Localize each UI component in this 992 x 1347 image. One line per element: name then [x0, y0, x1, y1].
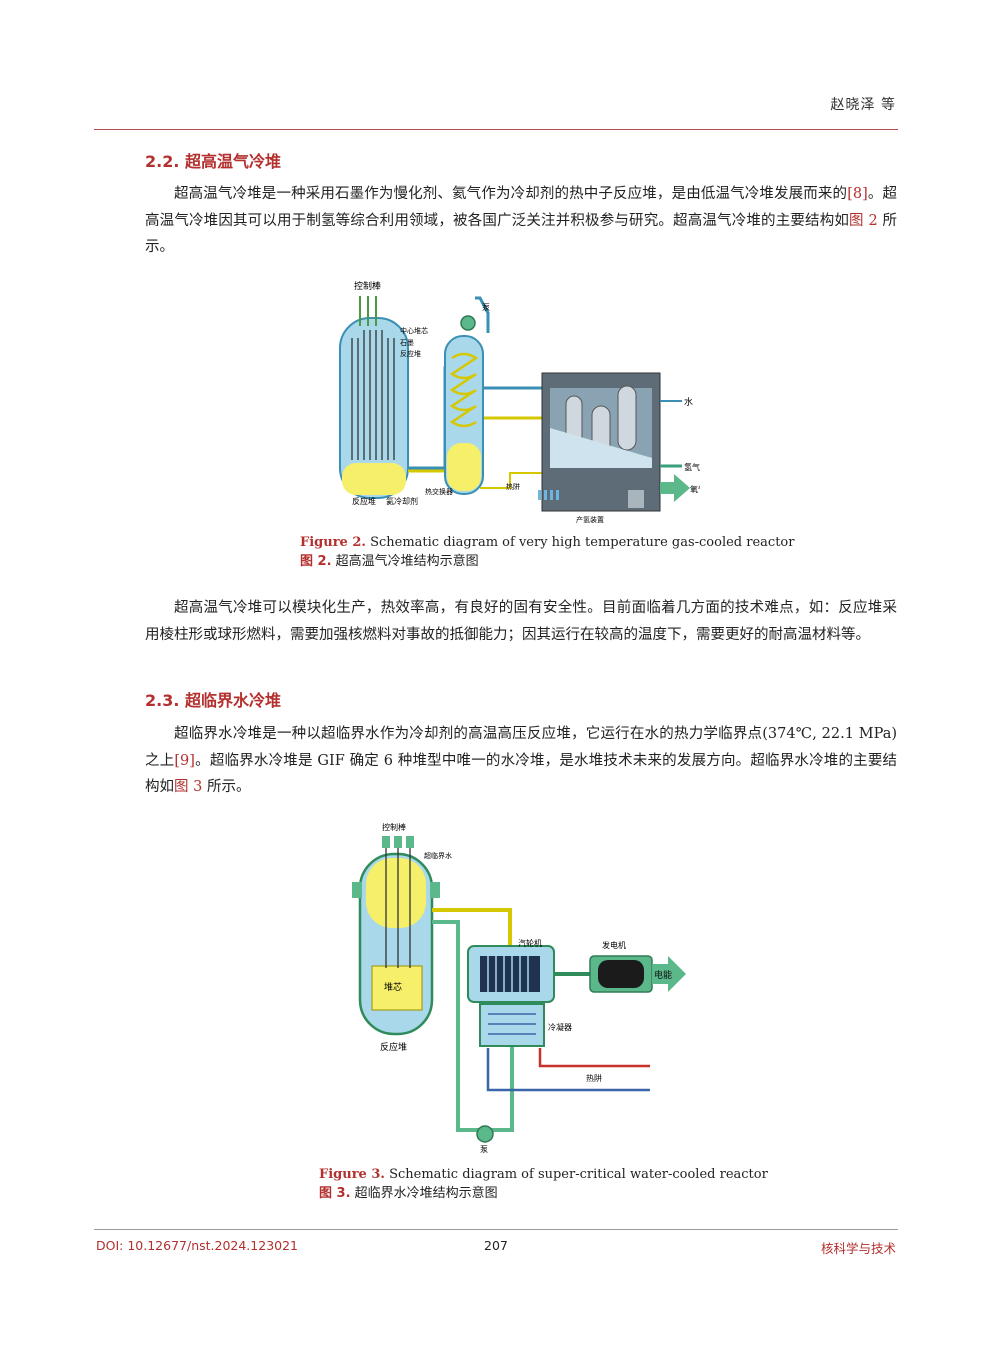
paragraph-2-2-2: 超高温气冷堆可以模块化生产，热效率高，有良好的固有安全性。目前面临着几方面的技术… — [145, 600, 897, 643]
fuel-rods — [351, 330, 395, 460]
plant-windows — [538, 490, 559, 500]
figure-2-caption: Figure 2. Schematic diagram of very high… — [300, 535, 795, 569]
footer-journal: 核科学与技术 — [820, 1241, 896, 1256]
citation-link[interactable]: [8] — [847, 186, 868, 202]
label-electricity: 电能 — [654, 969, 672, 981]
label-heat-sink: 热阱 — [506, 482, 520, 491]
control-rod-drives — [359, 296, 377, 326]
footer-doi[interactable]: DOI: 10.12677/nst.2024.123021 — [96, 1238, 299, 1253]
heat-sink-hot-line — [538, 1048, 650, 1068]
control-rod-drives — [382, 836, 414, 848]
section-title-2-3: 2.3. 超临界水冷堆 — [145, 691, 281, 710]
label-generator: 发电机 — [602, 940, 626, 950]
label-graphite: 石墨 — [400, 339, 414, 347]
condenser — [479, 1003, 545, 1047]
plant-door — [628, 490, 644, 508]
label-control-rods: 控制棒 — [354, 280, 381, 292]
label-hydrogen: 氢气 — [684, 462, 700, 472]
label-water: 水 — [684, 396, 693, 408]
pipe-hot — [408, 366, 450, 470]
electricity-arrow — [652, 956, 686, 992]
running-head: 赵晓泽 等 — [830, 97, 896, 113]
label-core: 堆芯 — [384, 981, 402, 993]
citation-link[interactable]: [9] — [174, 752, 195, 769]
label-heat-exchanger: 热交换器 — [425, 487, 453, 496]
header-rule — [94, 129, 898, 130]
control-rods — [385, 838, 411, 968]
reactor-bottom-fill — [342, 463, 406, 495]
label-pump: 泵 — [482, 303, 490, 312]
vessel-flange-right — [430, 882, 440, 898]
turbine-blades — [480, 956, 540, 992]
pump-icon — [476, 1125, 494, 1143]
label-control-rods: 控制棒 — [382, 822, 406, 832]
label-scw: 超临界水 — [424, 851, 452, 860]
heat-exchanger-bottom — [447, 443, 481, 491]
outlet-pipe — [432, 908, 512, 946]
pipe-return — [480, 472, 544, 489]
label-heat-sink: 热阱 — [586, 1073, 602, 1083]
pump-icon — [460, 315, 476, 331]
label-condenser: 冷凝器 — [548, 1022, 572, 1032]
heat-sink-cold-line — [486, 1048, 650, 1092]
reactor-upper-fill — [366, 858, 426, 928]
plant-floor — [550, 428, 652, 468]
heat-exchanger-coil — [449, 352, 479, 428]
pipe-pump — [475, 296, 490, 333]
vessel-flange-left — [352, 882, 362, 898]
figure-link[interactable]: 图 2 — [849, 212, 878, 229]
label-turbine: 汽轮机 — [518, 938, 542, 948]
section-title-2-2: 2.2. 超高温气冷堆 — [145, 152, 281, 171]
label-coolant: 氦冷却剂 — [386, 496, 418, 506]
figure-3-diagram: 控制棒 超临界水 堆芯 反应堆 汽轮机 发电机 电能 冷凝器 热阱 泵 — [352, 822, 686, 1154]
label-reactor: 反应堆 — [380, 1041, 407, 1053]
paragraph-2-3-1: 超临界水冷堆是一种以超临界水作为冷却剂的高温高压反应堆，它运行在水的热力学临界点… — [145, 726, 898, 795]
label-oxygen: 氧气 — [690, 484, 700, 494]
turbine-blade-lines — [487, 956, 529, 992]
label-reflector: 反应堆 — [400, 349, 421, 358]
label-graphite-core: 中心堆芯 — [400, 326, 428, 335]
generator-core — [598, 960, 644, 988]
reactor-core — [371, 965, 423, 1011]
label-hydrogen-plant: 产氢装置 — [576, 515, 604, 524]
paragraph-2-2-1: 超高温气冷堆是一种采用石墨作为慢化剂、氦气作为冷却剂的热中子反应堆，是由低温气冷… — [145, 186, 898, 255]
oxygen-arrow — [660, 474, 690, 502]
page-number: 207 — [484, 1238, 508, 1253]
footer-rule — [94, 1229, 898, 1230]
figure-3-caption: Figure 3. Schematic diagram of super-cri… — [319, 1167, 768, 1201]
figure-link[interactable]: 图 3 — [174, 779, 203, 795]
reactor-vessel — [339, 317, 409, 499]
condenser-tubes — [488, 1013, 536, 1035]
reactor-tank-3 — [617, 385, 637, 451]
label-pump: 泵 — [480, 1145, 488, 1154]
label-reactor: 反应堆 — [352, 496, 376, 506]
figure-2-diagram: 控制棒 中心堆芯 石墨 反应堆 反应堆 氦冷却剂 热交换器 泵 水 氢气 氧气 … — [339, 280, 700, 524]
